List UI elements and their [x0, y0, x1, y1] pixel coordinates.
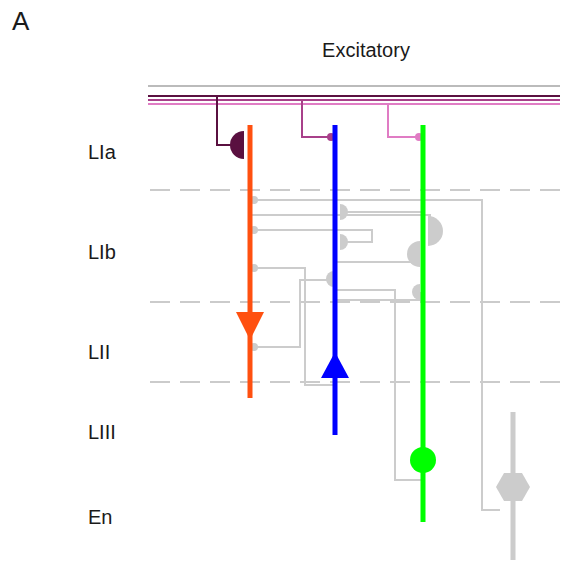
orange-neuron: [236, 125, 264, 398]
layer-label: LIb: [88, 242, 116, 262]
layer-label: LII: [88, 342, 110, 362]
blue-neuron: [321, 125, 349, 435]
synapse: [230, 131, 244, 159]
local-connections: [250, 200, 500, 510]
panel-letter: A: [12, 8, 29, 34]
afferent-fibers: [148, 86, 560, 145]
layer-label: LIII: [88, 422, 116, 442]
local-synapses: [250, 196, 443, 351]
layer-label: En: [88, 507, 112, 527]
grey-neuron: [496, 412, 530, 560]
layer-label: LIa: [88, 142, 116, 162]
green-neuron: [410, 125, 436, 522]
layer-boundary: [150, 190, 560, 382]
panel-heading: Excitatory: [322, 40, 410, 60]
